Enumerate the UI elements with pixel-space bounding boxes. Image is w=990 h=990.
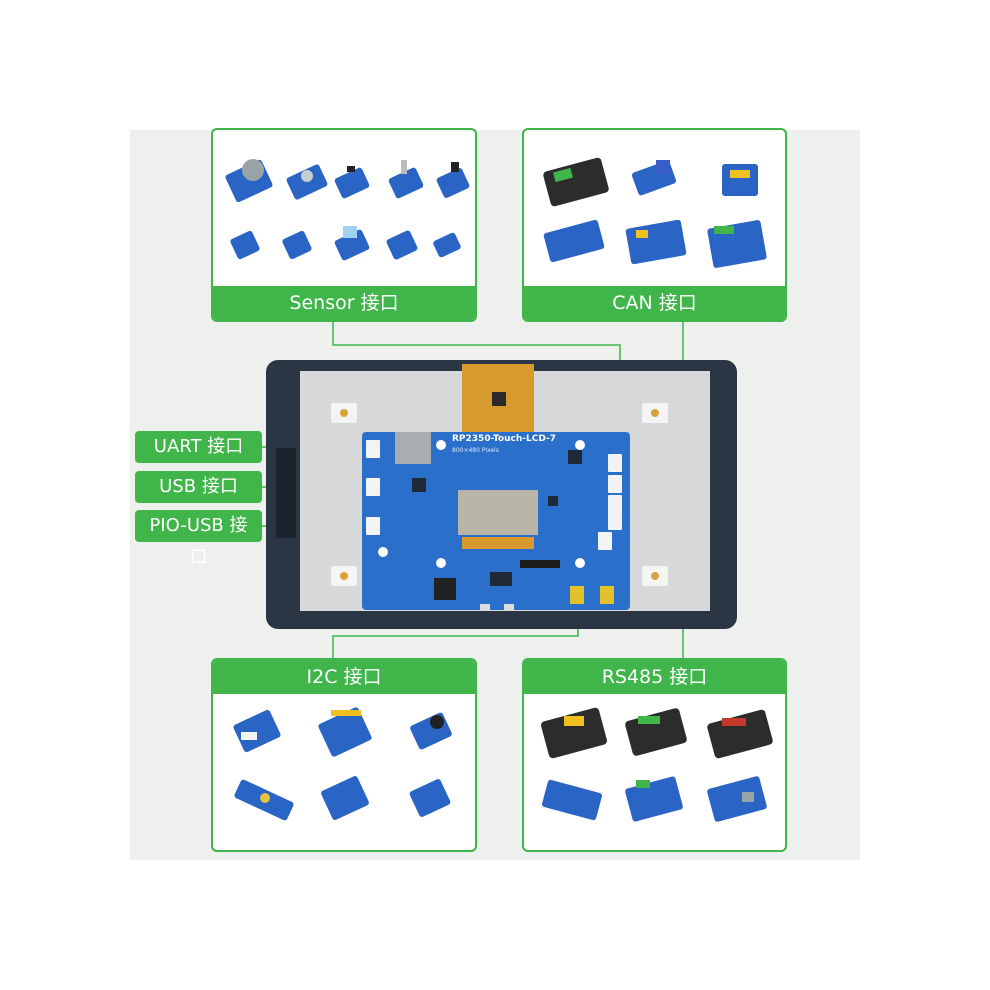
rs485-module-icon xyxy=(542,776,767,822)
rs485-module-icon xyxy=(541,707,773,759)
battery-connector xyxy=(570,586,584,604)
i2c-modules xyxy=(233,707,452,821)
board-subtitle: 800×480 Pixels xyxy=(452,447,499,454)
can-module-icon xyxy=(543,157,758,207)
i2c-label: I2C 接口 xyxy=(213,660,475,694)
mcu-chip xyxy=(434,578,456,600)
pio-usb-port-label: PIO-USB 接口 xyxy=(135,510,262,568)
display-connector xyxy=(458,490,538,535)
sensor-modules xyxy=(225,159,470,261)
sensor-connector xyxy=(608,475,622,493)
sensor-module-icon xyxy=(230,226,461,261)
rs485-label: RS485 接口 xyxy=(524,660,785,694)
i2c-connector xyxy=(608,495,622,513)
sd-slot xyxy=(395,432,431,464)
pio-usb-connector xyxy=(366,517,380,535)
can-modules xyxy=(543,157,767,268)
sensor-label: Sensor 接口 xyxy=(213,286,475,320)
rs485-connector xyxy=(608,512,622,530)
sensor-module-icon xyxy=(225,159,470,203)
can-label: CAN 接口 xyxy=(524,286,785,320)
rs485-modules xyxy=(541,707,773,822)
board-title: RP2350-Touch-LCD-7 xyxy=(452,434,556,444)
uart-connector xyxy=(366,440,380,458)
i2c-module-icon xyxy=(234,776,451,821)
i2c-module-icon xyxy=(233,707,452,757)
uart-port-label: UART 接口 xyxy=(135,431,262,463)
usb-connector xyxy=(366,478,380,496)
can-group: CAN 接口 xyxy=(522,128,787,322)
i2c-group: I2C 接口 xyxy=(211,658,477,852)
rs485-group: RS485 接口 xyxy=(522,658,787,852)
usb-port-label: USB 接口 xyxy=(135,471,262,503)
can-connector xyxy=(608,454,622,472)
sensor-group: Sensor 接口 xyxy=(211,128,477,322)
can-module-icon xyxy=(543,219,767,268)
